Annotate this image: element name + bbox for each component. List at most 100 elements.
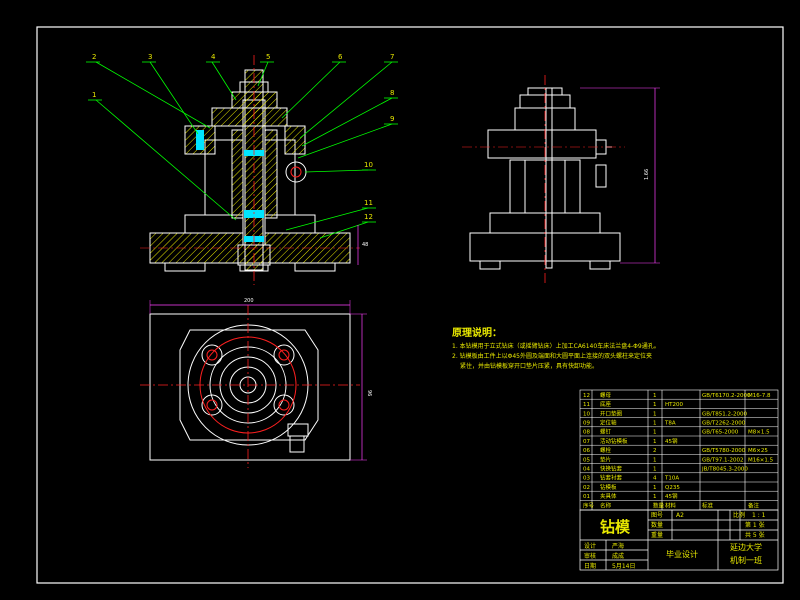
front-height-dim: 48 — [362, 242, 368, 248]
notes-line-1: 1. 本钻模用于立式钻床（或摇臂钻床）上加工CA6140车床法兰盘4-Φ9通孔。 — [452, 342, 660, 350]
bom-cell-material: T10A — [664, 476, 679, 482]
bom-cell-material: 45钢 — [665, 437, 678, 445]
callout-12: 12 — [364, 213, 373, 221]
plan-height-dim: 96 — [366, 390, 372, 396]
screw-head — [285, 161, 307, 183]
project-name: 毕业设计 — [666, 549, 698, 559]
callout-4: 4 — [211, 53, 216, 61]
bom-cell-standard: GB/T97.1-2002 — [702, 457, 743, 463]
bom-header-standard: 标准 — [702, 501, 714, 509]
bom-cell-no: 03 — [583, 476, 590, 482]
plan-view — [149, 313, 351, 461]
class-name: 机制一班 — [730, 555, 762, 565]
bom-cell-qty: 1 — [653, 494, 657, 500]
drawing-name: 钻模 — [600, 518, 631, 536]
designer: 严海 — [612, 542, 624, 550]
bom-cell-note: M6×25 — [748, 448, 768, 454]
notes-heading: 原理说明： — [452, 326, 502, 339]
bom-cell-no: 01 — [583, 494, 590, 500]
front-section-view — [149, 69, 351, 272]
bom-cell-no: 10 — [583, 411, 590, 417]
bom-cell-standard: JB/T8045.3-2000 — [701, 467, 748, 473]
checker-label: 审核 — [584, 552, 596, 560]
bom-cell-name: 快换钻套 — [600, 465, 623, 473]
callout-numbers: 2 3 4 5 6 7 8 9 10 11 12 1 — [92, 53, 394, 221]
notes-line-2: 2. 钻模板由工件上以Φ45外圆及端面和大圆平面上连接的双头螺柱来定位夹 — [452, 352, 652, 360]
bom-header-material: 材料 — [665, 501, 677, 509]
bom-cell-qty: 1 — [653, 467, 657, 473]
bom-cell-standard: GB/T2262-2000 — [702, 421, 746, 427]
bom-cell-qty: 1 — [653, 457, 657, 463]
school-name: 延边大学 — [730, 542, 762, 552]
callout-10: 10 — [364, 161, 373, 169]
plan-width-dim: 200 — [244, 298, 254, 304]
bom-cell-no: 05 — [583, 457, 590, 463]
bom-cell-name: 螺母 — [600, 391, 612, 399]
qty-label: 数量 — [651, 521, 663, 529]
bom-cell-no: 02 — [583, 485, 590, 491]
side-height-dim: 1.66 — [644, 169, 650, 180]
bom-cell-no: 08 — [583, 430, 590, 436]
bom-cell-material: T8A — [664, 421, 676, 427]
bom-cell-no: 04 — [583, 467, 590, 473]
bom-cell-qty: 1 — [653, 402, 657, 408]
bom-header-qty: 数量 — [653, 501, 665, 509]
bom-header-no: 序号 — [583, 501, 595, 509]
bom-cell-note: M16×1.5 — [748, 457, 774, 463]
callout-5: 5 — [266, 53, 270, 61]
bom-cell-name: 钻套衬套 — [600, 474, 623, 482]
bom-header-note: 备注 — [748, 501, 760, 509]
callout-11: 11 — [364, 199, 373, 207]
bom-cell-note: M8×1.5 — [748, 430, 770, 436]
scale-label: 比例 — [733, 511, 745, 519]
callout-9: 9 — [390, 115, 394, 123]
callout-8: 8 — [390, 89, 394, 97]
bom-cell-material: Q235 — [665, 485, 680, 491]
callout-3: 3 — [148, 53, 152, 61]
scale-value: 1 : 1 — [752, 512, 766, 519]
clamp-block — [284, 125, 306, 155]
bom-cell-name: 钻模板 — [600, 483, 617, 491]
bom-cell-standard: GB/T851.2-2000 — [702, 411, 747, 417]
bom-cell-name: 活动钻模板 — [600, 437, 628, 445]
date-label: 日期 — [584, 562, 596, 570]
title-block-text: 钻模 图号 A2 比例 1 : 1 数量 第 1 张 重量 共 5 张 设计 严… — [584, 511, 766, 570]
total-label: 共 5 张 — [745, 531, 765, 539]
drawing-frame — [36, 26, 784, 584]
bom-cell-qty: 1 — [653, 393, 657, 399]
bom-cell-name: 螺栓 — [600, 446, 612, 454]
bom-cell-no: 09 — [583, 421, 590, 427]
bom-cell-no: 11 — [583, 402, 590, 408]
drill-plate — [211, 107, 288, 127]
title-block — [579, 509, 779, 571]
principle-notes: 原理说明： 1. 本钻模用于立式钻床（或摇臂钻床）上加工CA6140车床法兰盘4… — [452, 326, 660, 370]
bom-cell-qty: 1 — [653, 485, 657, 491]
checker: 成成 — [612, 552, 624, 560]
sheet-label: 第 1 张 — [745, 521, 765, 529]
bom-cell-qty: 4 — [653, 476, 657, 482]
bom-cell-standard: GB/T65-2000 — [702, 430, 739, 436]
bom-header-name: 名称 — [600, 501, 612, 509]
bom-cell-material: HT200 — [665, 402, 683, 408]
bom-cell-name: 定位轴 — [600, 419, 617, 427]
bom-cell-material: 45钢 — [665, 492, 678, 500]
fig-label: 图号 — [651, 512, 663, 519]
bom-cell-name: 夹具体 — [600, 492, 617, 500]
designer-label: 设计 — [584, 542, 596, 550]
bom-cell-no: 06 — [583, 448, 590, 454]
bom-cell-qty: 1 — [653, 421, 657, 427]
bom-cell-standard: GB/T5780-2000 — [702, 448, 746, 454]
bom-cell-standard: GB/T6170.2-2000 — [702, 393, 751, 399]
date: 5月14日 — [612, 563, 635, 570]
callout-1: 1 — [92, 91, 96, 99]
bom-cell-no: 12 — [583, 393, 590, 399]
bom-cell-qty: 1 — [653, 430, 657, 436]
bom-cell-name: 底座 — [600, 400, 612, 408]
bom-cell-no: 07 — [583, 439, 590, 445]
callout-6: 6 — [338, 53, 343, 61]
callout-2: 2 — [92, 53, 96, 61]
fig-value: A2 — [676, 512, 684, 519]
bom-cell-name: 螺钉 — [600, 428, 612, 436]
callout-7: 7 — [390, 53, 394, 61]
